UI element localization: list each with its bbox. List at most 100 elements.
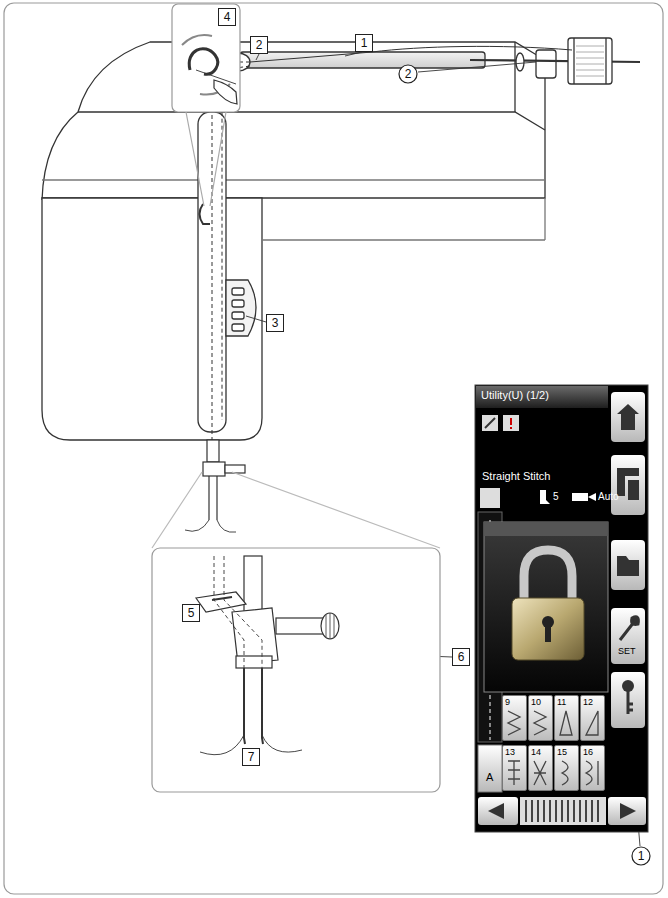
callout-circle: 1 xyxy=(631,846,651,866)
machine-head xyxy=(42,42,545,200)
inset-thread-guide xyxy=(172,4,240,112)
foot-letter: A xyxy=(486,772,493,783)
callout-box: 2 xyxy=(250,36,268,54)
inset-needle-clamp xyxy=(152,548,440,792)
needle-area xyxy=(208,476,209,520)
lcd-screen xyxy=(608,797,646,825)
lcd-screen xyxy=(478,745,502,792)
machine-head xyxy=(42,42,545,440)
leader-line xyxy=(345,52,362,56)
stitch-button: 9 xyxy=(502,695,527,741)
callout-box: 6 xyxy=(452,648,470,666)
lcd-screen xyxy=(611,672,645,728)
callout-number: 5 xyxy=(188,607,195,619)
inset-thread-guide xyxy=(172,4,240,206)
stitch-name: Straight Stitch xyxy=(482,471,550,482)
stitch-number: 16 xyxy=(583,748,593,757)
callout-box: 3 xyxy=(266,314,284,332)
lcd-screen xyxy=(540,490,550,504)
lcd-screen xyxy=(617,556,639,576)
machine-head xyxy=(232,288,244,295)
lcd-screen xyxy=(520,797,606,825)
thread-path xyxy=(222,66,250,420)
lcd-screen xyxy=(475,385,648,832)
leader-line xyxy=(256,54,259,60)
button-panel xyxy=(226,280,256,336)
spool xyxy=(568,38,612,84)
needle-area xyxy=(216,476,217,520)
inset-needle-clamp xyxy=(236,656,272,668)
inset-needle-clamp xyxy=(244,556,262,612)
inset-thread-guide xyxy=(189,49,217,75)
stitch-button: 15 xyxy=(554,745,579,791)
page-frame xyxy=(4,3,663,894)
inset-needle-clamp xyxy=(244,668,263,744)
lcd-screen xyxy=(503,415,519,431)
inset-needle-clamp xyxy=(321,613,339,639)
lcd-screen xyxy=(475,385,648,832)
lcd-screen xyxy=(488,803,504,819)
leader-line xyxy=(418,62,536,72)
spool xyxy=(573,38,574,84)
machine-head xyxy=(232,312,244,319)
lcd-screen xyxy=(572,493,588,501)
needle-area xyxy=(207,440,219,462)
lcd-screen xyxy=(620,803,636,819)
spool xyxy=(536,50,556,78)
lcd-screen xyxy=(524,550,572,600)
spool xyxy=(470,38,640,84)
lcd-screen xyxy=(617,404,639,430)
callout-number: 2 xyxy=(405,68,412,80)
stitch-button: 13 xyxy=(502,745,527,791)
lcd-screen xyxy=(480,488,500,508)
inset-needle-clamp xyxy=(196,592,246,612)
button-label: SET xyxy=(618,647,636,656)
setting-value: 5 xyxy=(553,492,559,502)
lcd-screen xyxy=(476,386,608,408)
lcd-screen xyxy=(545,624,551,642)
machine-head xyxy=(42,198,262,440)
needle-area xyxy=(225,465,245,473)
thread-path xyxy=(212,62,250,430)
lcd-screen xyxy=(611,540,645,590)
callout-box: 5 xyxy=(182,604,200,622)
callout-number: 1 xyxy=(361,37,368,49)
screen-title: Utility(U) (1/2) xyxy=(481,390,549,401)
needle-area xyxy=(152,440,440,548)
stitch-button: 16 xyxy=(580,745,605,791)
lcd-screen xyxy=(628,690,633,714)
stitch-number: 9 xyxy=(505,698,510,707)
stitch-button: 12 xyxy=(580,695,605,741)
lcd-screen xyxy=(484,522,608,536)
inset-needle-clamp xyxy=(152,548,440,792)
spool xyxy=(605,38,606,84)
inset-needle-clamp xyxy=(214,556,262,735)
callout-number: 2 xyxy=(256,39,263,51)
callout-number: 6 xyxy=(458,651,465,663)
callout-box: 1 xyxy=(355,34,373,52)
spool xyxy=(576,46,604,76)
lcd-screen xyxy=(611,608,645,664)
take-up-lever xyxy=(200,204,211,224)
spool xyxy=(516,53,524,71)
lcd-screen xyxy=(482,415,498,431)
stitch-button: 10 xyxy=(528,695,553,741)
lcd-screen xyxy=(484,522,608,692)
needle-area xyxy=(152,472,440,548)
spool xyxy=(470,60,640,62)
callout-number: 3 xyxy=(272,317,279,329)
callout-box: 7 xyxy=(242,748,260,766)
lcd-screen xyxy=(611,392,645,442)
stitch-number: 15 xyxy=(557,748,567,757)
callout-circle-outline xyxy=(399,65,417,83)
inset-needle-clamp xyxy=(276,618,324,634)
callout-circle: 2 xyxy=(398,64,418,84)
lcd-screen xyxy=(611,455,645,515)
stitch-button: 11 xyxy=(554,695,579,741)
lcd-screen xyxy=(526,800,598,822)
inset-thread-guide xyxy=(186,112,226,206)
callout-circle-outline xyxy=(632,847,650,865)
machine-head xyxy=(262,198,545,240)
leader-line xyxy=(246,316,266,322)
stitch-number: 14 xyxy=(531,748,541,757)
